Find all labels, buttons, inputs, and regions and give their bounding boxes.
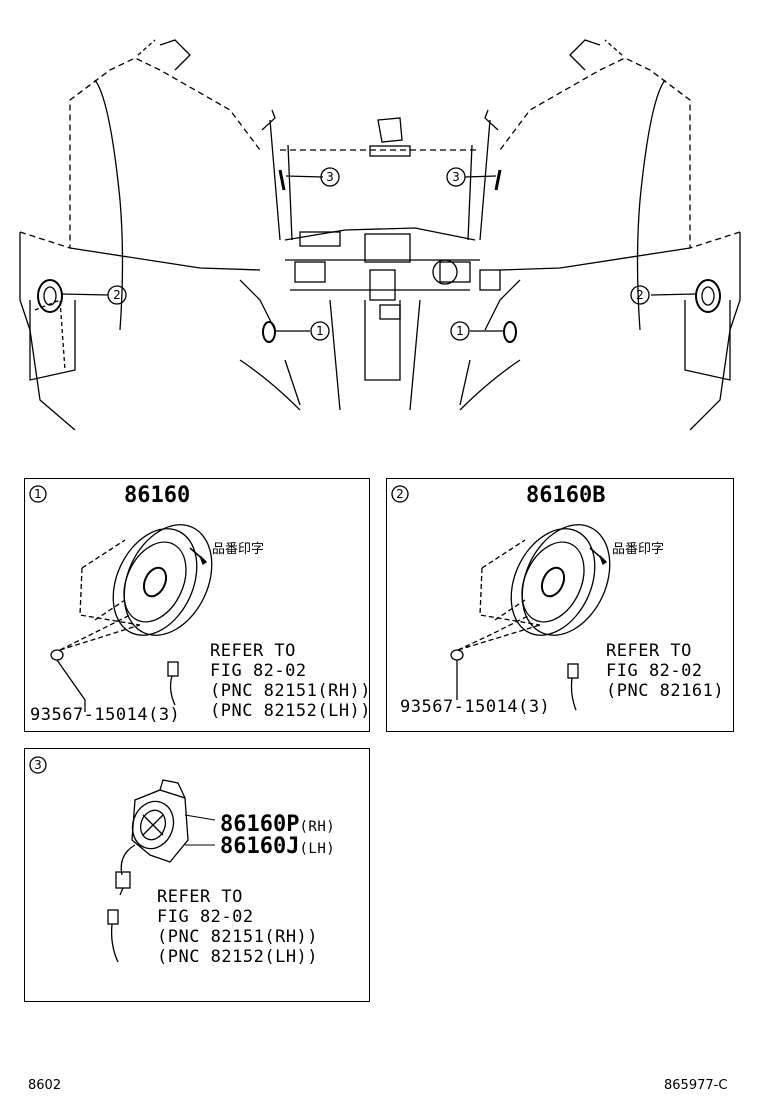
- panel-2-marking-note: 品番印字: [612, 542, 665, 557]
- panel-1-part-number: 86160: [124, 483, 191, 508]
- panel-3-refer-line-4: (PNC 82152(LH)): [157, 947, 319, 967]
- panel-3-refer-line-3: (PNC 82151(RH)): [157, 927, 319, 947]
- panel-1-callout: 1: [34, 487, 42, 501]
- callout-1-left: 1: [316, 324, 324, 338]
- panel-3-suffix-lh: (LH): [299, 841, 336, 857]
- callout-3-left: 3: [326, 170, 334, 184]
- panel-1-refer-line-3: (PNC 82151(RH)): [210, 681, 372, 701]
- panel-1-refer-line-2: FIG 82-02: [210, 661, 307, 681]
- panel-2-refer-line-1: REFER TO: [606, 641, 692, 661]
- callout-2-left: 2: [113, 288, 121, 302]
- panel-2-refer-line-3: (PNC 82161): [606, 681, 725, 701]
- panel-3-refer-line-1: REFER TO: [157, 887, 243, 907]
- panel-3-part-number-lh-row: 86160J(LH): [220, 835, 335, 859]
- callout-3-right: 3: [452, 170, 460, 184]
- panel-1-refer-line-4: (PNC 82152(LH)): [210, 701, 372, 721]
- panel-3-callout: 3: [34, 758, 42, 772]
- panel-2-refer-line-2: FIG 82-02: [606, 661, 703, 681]
- panel-3-refer-line-2: FIG 82-02: [157, 907, 254, 927]
- panel-3-part-number-rh: 86160P: [220, 812, 300, 837]
- panel-1-screw-number: 93567-15014(3): [30, 705, 181, 725]
- figure-code: 8602: [28, 1078, 62, 1093]
- panel-2-part-number: 86160B: [526, 483, 606, 508]
- panel-3: [24, 748, 370, 1002]
- illustration-id: 865977-C: [664, 1078, 728, 1093]
- vehicle-interior-overview: [19, 39, 741, 431]
- callout-1-right: 1: [456, 324, 464, 338]
- panel-2: [386, 478, 734, 732]
- panel-3-suffix-rh: (RH): [299, 819, 336, 835]
- panel-1-marking-note: 品番印字: [212, 542, 265, 557]
- callout-2-right: 2: [636, 288, 644, 302]
- panel-1-refer-line-1: REFER TO: [210, 641, 296, 661]
- panel-2-screw-number: 93567-15014(3): [400, 697, 551, 717]
- panel-2-callout: 2: [396, 487, 404, 501]
- panel-1: [24, 478, 370, 732]
- panel-3-part-number-rh-row: 86160P(RH): [220, 813, 335, 837]
- panel-3-part-number-lh: 86160J: [220, 834, 300, 859]
